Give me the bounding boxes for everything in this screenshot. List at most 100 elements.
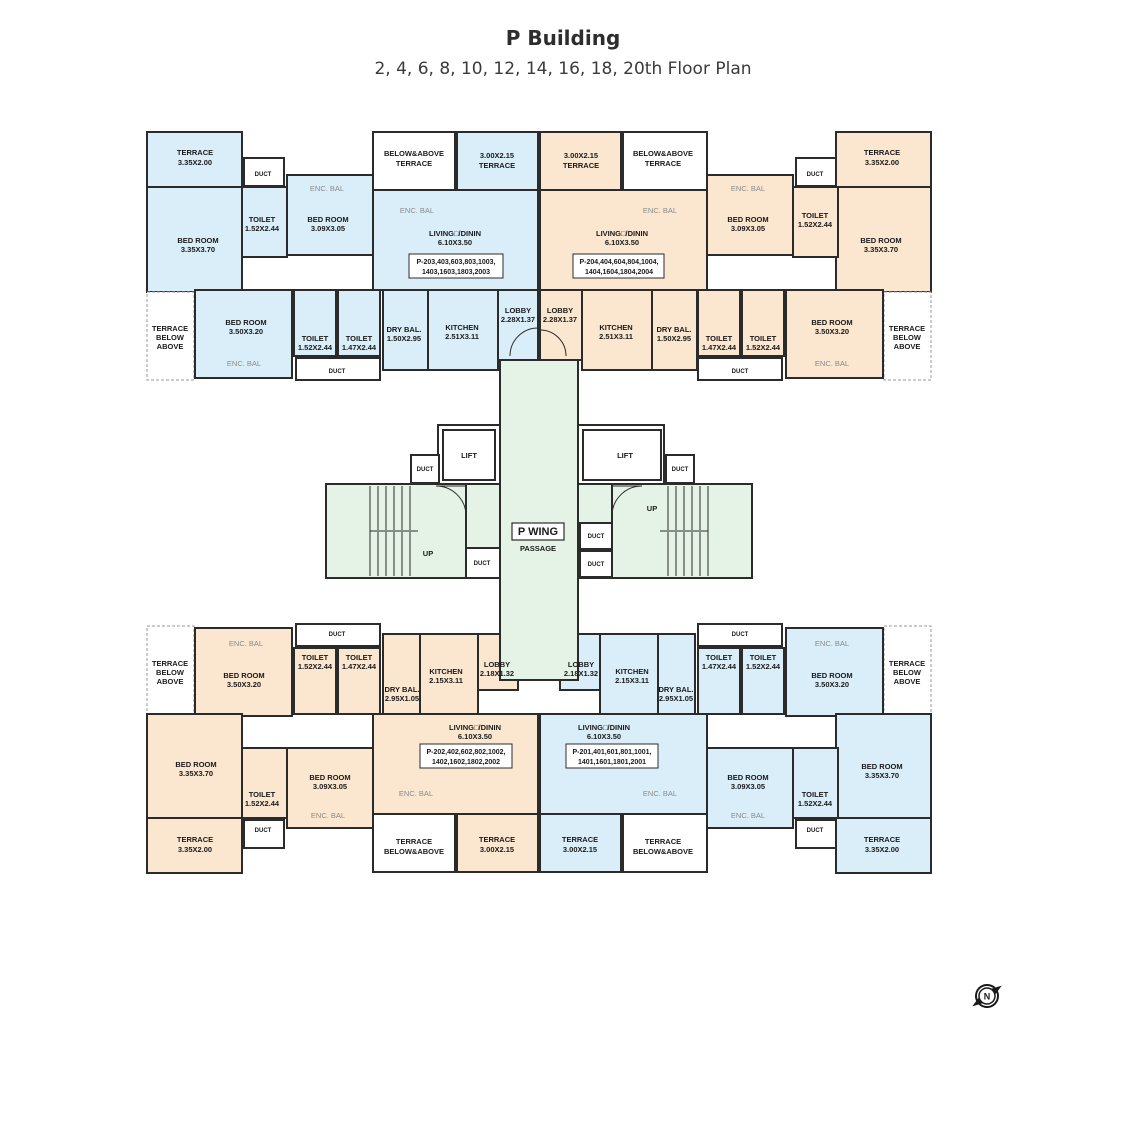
flat-tr-duct xyxy=(795,157,837,187)
core-duct-right-2 xyxy=(579,550,613,578)
br-toilet-2-dim: 1.52X2.44 xyxy=(746,662,781,671)
flat-top-left xyxy=(146,131,539,381)
core-duct-right-1 xyxy=(579,522,613,550)
flat-tl-duct-2 xyxy=(295,357,381,381)
core-duct-left-label: DUCT xyxy=(417,467,434,473)
br-terrace-2-dim: 3.00X2.15 xyxy=(563,845,597,854)
bl-toilet-1-dim: 1.52X2.44 xyxy=(245,799,280,808)
flat-tr-bedroom-3 xyxy=(785,289,884,379)
tl-bedroom-3-dim: 3.50X3.20 xyxy=(229,327,263,336)
tr-terrace-below-3: ABOVE xyxy=(894,342,921,351)
bl-living-label: LIVING□/DININ xyxy=(449,723,501,732)
br-enc-bal-3: ENC. BAL xyxy=(815,639,849,648)
tl-flat-numbers-box xyxy=(408,253,504,279)
br-enc-bal-1: ENC. BAL xyxy=(731,811,765,820)
br-lobby-label: LOBBY xyxy=(568,660,594,669)
flat-br-duct-2 xyxy=(697,623,783,647)
br-duct-2-label: DUCT xyxy=(732,632,749,638)
bl-enc-bal-2: ENC. BAL xyxy=(399,789,433,798)
tr-toilet-2-label: TOILET xyxy=(750,334,777,343)
flat-tr-terrace-2 xyxy=(539,131,622,191)
tl-flat-numbers-2: 1403,1603,1803,2003 xyxy=(422,269,490,276)
tr-flat-numbers-2: 1404,1604,1804,2004 xyxy=(585,269,653,276)
flat-br-terrace-below-above xyxy=(622,813,708,873)
flat-top-right xyxy=(539,131,932,381)
tr-bedroom-2-dim: 3.09X3.05 xyxy=(731,224,765,233)
tl-duct-label: DUCT xyxy=(255,172,272,178)
flat-bl-toilet-3 xyxy=(337,647,381,715)
tl-lobby-label: LOBBY xyxy=(505,306,531,315)
bl-lobby-label: LOBBY xyxy=(484,660,510,669)
flat-bl-terrace-below xyxy=(146,625,195,715)
bl-terrace-below-above-1: TERRACE xyxy=(396,837,432,846)
flat-tl-terrace xyxy=(146,131,243,188)
flat-bl-duct xyxy=(243,819,285,849)
stair-treads-left xyxy=(369,486,418,576)
door-arc xyxy=(435,485,467,515)
tr-duct-label: DUCT xyxy=(807,172,824,178)
tr-kitchen-dim: 2.51X3.11 xyxy=(599,332,633,341)
core-duct-center xyxy=(465,547,501,579)
bl-terrace-2-dim: 3.00X2.15 xyxy=(480,845,514,854)
stair-treads-right xyxy=(660,486,709,576)
br-drybal-label: DRY BAL. xyxy=(658,685,693,694)
br-terrace-below-2: BELOW xyxy=(893,668,922,677)
lift-right-label: LIFT xyxy=(617,451,633,460)
bl-toilet-1-label: TOILET xyxy=(249,790,276,799)
br-living-dim: 6.10X3.50 xyxy=(587,732,621,741)
stair-up-left: UP xyxy=(423,549,433,558)
tr-flat-numbers-box xyxy=(572,253,665,279)
tr-kitchen-label: KITCHEN xyxy=(599,323,632,332)
br-flat-numbers-2: 1401,1601,1801,2001 xyxy=(578,759,646,766)
flat-br-bedroom-3 xyxy=(785,627,884,717)
flat-tl-bedroom-3 xyxy=(194,289,293,379)
flat-bl-kitchen xyxy=(419,633,479,715)
tl-terrace-below-3: ABOVE xyxy=(157,342,184,351)
bl-enc-bal-1: ENC. BAL xyxy=(311,811,345,820)
tr-enc-bal-1: ENC. BAL xyxy=(731,184,765,193)
tr-toilet-2-dim: 1.52X2.44 xyxy=(746,343,781,352)
tr-living-dim: 6.10X3.50 xyxy=(605,238,639,247)
flat-bl-bedroom-2 xyxy=(286,747,374,829)
core-duct-right-label: DUCT xyxy=(672,467,689,473)
tr-lobby-label: LOBBY xyxy=(547,306,573,315)
br-terrace-dim: 3.35X2.00 xyxy=(865,845,899,854)
tr-toilet-1-label: TOILET xyxy=(802,211,829,220)
tl-kitchen-label: KITCHEN xyxy=(445,323,478,332)
flat-tl-lobby xyxy=(497,289,539,361)
bl-bedroom-1-label: BED ROOM xyxy=(175,760,216,769)
br-enc-bal-2: ENC. BAL xyxy=(643,789,677,798)
tr-terrace-2-dim: 3.00X2.15 xyxy=(564,151,598,160)
p-wing-box xyxy=(511,522,565,541)
bl-living-dim: 6.10X3.50 xyxy=(458,732,492,741)
tr-toilet-1-dim: 1.52X2.44 xyxy=(798,220,833,229)
core xyxy=(325,327,753,681)
flat-tl-kitchen xyxy=(427,289,499,371)
flat-tr-drybal xyxy=(651,289,698,371)
flat-tl-toilet-2 xyxy=(293,289,337,357)
tr-toilet-3-dim: 1.47X2.44 xyxy=(702,343,737,352)
tr-lobby-dim: 2.28X1.37 xyxy=(543,315,577,324)
lift-left-label: LIFT xyxy=(461,451,477,460)
flat-tr-toilet-2 xyxy=(741,289,785,357)
tr-toilet-3-label: TOILET xyxy=(706,334,733,343)
tl-terrace-label: TERRACE xyxy=(177,148,213,157)
flat-tl-terrace-below xyxy=(146,291,195,381)
core-duct-left xyxy=(410,454,440,484)
tl-bedroom-2-label: BED ROOM xyxy=(307,215,348,224)
page-subtitle: 2, 4, 6, 8, 10, 12, 14, 16, 18, 20th Flo… xyxy=(374,59,752,79)
bl-terrace-below-3: ABOVE xyxy=(157,677,184,686)
br-toilet-3-label: TOILET xyxy=(706,653,733,662)
tl-terrace-dim: 3.35X2.00 xyxy=(178,158,212,167)
flat-bottom-right xyxy=(539,623,932,874)
bl-kitchen-label: KITCHEN xyxy=(429,667,462,676)
tr-terrace-below-2: BELOW xyxy=(893,333,922,342)
br-bedroom-3-dim: 3.50X3.20 xyxy=(815,680,849,689)
p-wing-label: P WING xyxy=(518,526,558,538)
br-flat-numbers-1: P-201,401,601,801,1001, xyxy=(572,749,651,756)
br-bedroom-1-dim: 3.35X3.70 xyxy=(865,771,899,780)
bl-duct-label: DUCT xyxy=(255,828,272,834)
tl-bedroom-1-dim: 3.35X3.70 xyxy=(181,245,215,254)
tl-kitchen-dim: 2.51X3.11 xyxy=(445,332,479,341)
br-lobby-dim: 2.18X1.32 xyxy=(564,669,598,678)
